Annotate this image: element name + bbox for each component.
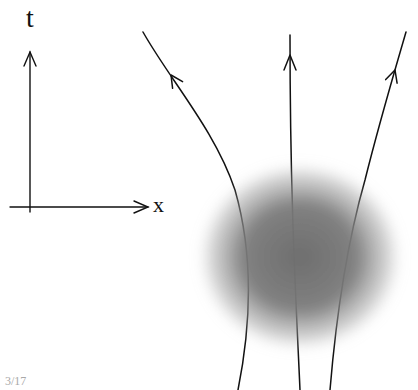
axis-label: t (26, 4, 34, 32)
axis-label: x⃗ (153, 194, 181, 216)
time-axis (29, 52, 30, 212)
worldline-arrowhead (284, 55, 296, 70)
matter-blob (198, 163, 402, 351)
axes (10, 52, 148, 213)
worldline-arrowhead (386, 70, 397, 83)
worldline-arrowhead (171, 75, 183, 88)
worldlines (143, 32, 406, 390)
time-axis-arrowhead (24, 52, 36, 66)
page-number: 3/17 (5, 375, 26, 387)
space-axis-arrowhead (134, 201, 148, 213)
space-axis (10, 206, 148, 207)
